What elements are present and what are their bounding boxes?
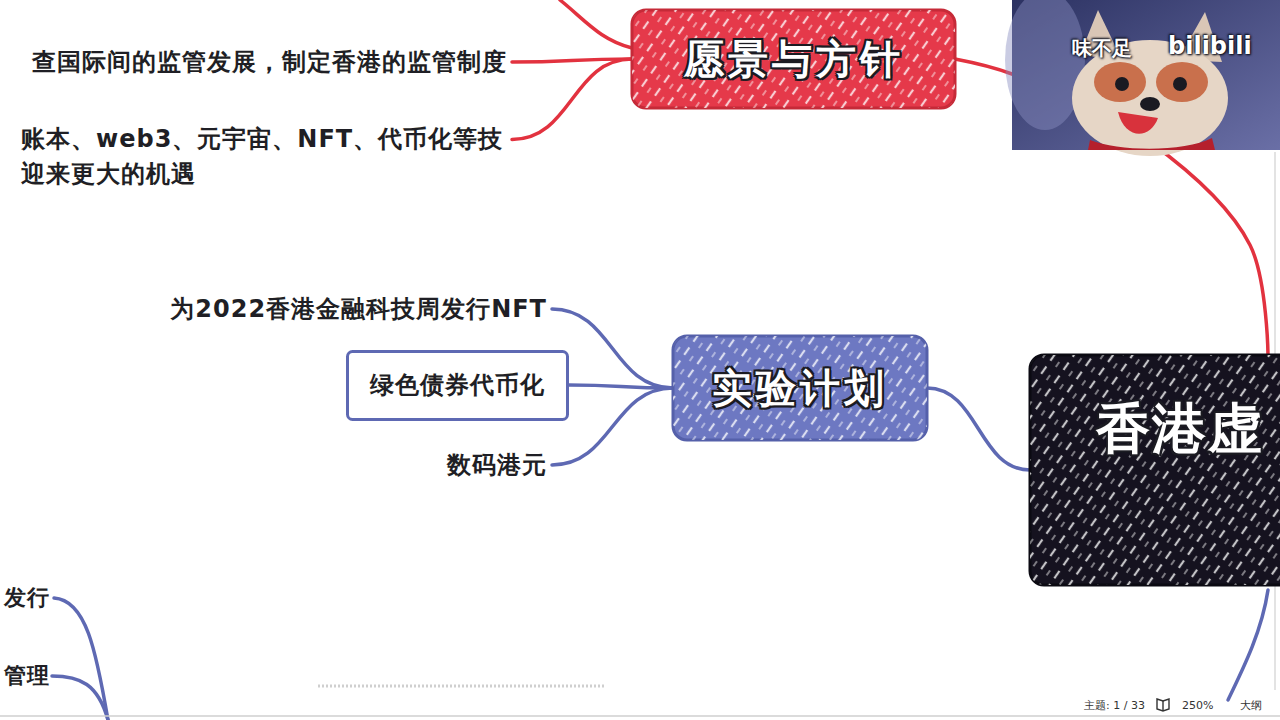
topic-label: 发行 xyxy=(4,582,50,614)
topic-label: 查国际间的监管发展，制定香港的监管制度 xyxy=(32,45,507,80)
topic-text: 查国际间的监管发展，制定香港的监管制度 xyxy=(32,45,512,80)
branch-connector xyxy=(569,385,673,388)
root-box: 香港虚 xyxy=(1030,355,1280,585)
scrollbar xyxy=(318,685,605,688)
branch-title: 香港虚 xyxy=(1096,395,1264,463)
branch-connector xyxy=(512,59,632,140)
branch-connector xyxy=(927,388,1030,470)
status-text: 大纲 xyxy=(1240,699,1262,712)
topic-label: 数码港元 xyxy=(447,448,547,483)
branch-title: 实验计划 xyxy=(712,363,888,413)
status-bar-border xyxy=(0,715,1280,717)
topic-label: 为2022香港金融科技周发行NFT xyxy=(170,292,547,327)
branch-box: 实验计划 xyxy=(673,336,927,440)
branch-line xyxy=(1228,590,1268,700)
topic-label: 账本、web3、元宇宙、NFT、代币化等技 迎来更大的机遇 xyxy=(21,122,507,192)
topic-label: 管理 xyxy=(4,660,50,692)
branch-line xyxy=(560,0,632,48)
branch-title: 愿景与方针 xyxy=(684,34,904,84)
topic-text: 数码港元 xyxy=(447,448,552,483)
branch-connector xyxy=(552,309,673,388)
topic-box: 绿色债券代币化 xyxy=(346,350,569,421)
topic-text: 发行 xyxy=(4,582,55,614)
topic-text: 为2022香港金融科技周发行NFT xyxy=(170,292,552,327)
video-caption: 味不足 xyxy=(1072,36,1132,60)
branch-connector xyxy=(552,388,673,465)
topic-label: 绿色债券代币化 xyxy=(370,368,545,403)
box-shape xyxy=(1030,355,1280,585)
topic-text: 账本、web3、元宇宙、NFT、代币化等技 迎来更大的机遇 xyxy=(21,122,512,192)
video-overlay xyxy=(1005,0,1280,156)
branch-box: 愿景与方针 xyxy=(632,10,955,108)
branch-line xyxy=(52,676,108,720)
book-icon xyxy=(1157,699,1169,711)
topic-text: 管理 xyxy=(4,660,55,692)
status-text: 250% xyxy=(1182,699,1213,712)
watermark: bilibili xyxy=(1168,32,1252,61)
status-text: 主题: 1 / 33 xyxy=(1084,699,1145,712)
